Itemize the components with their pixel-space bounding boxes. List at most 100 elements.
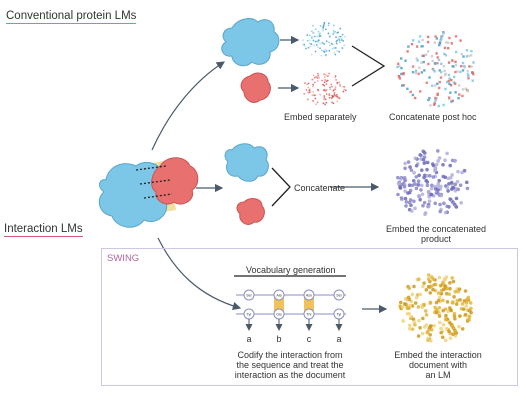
blue-protein-top [221, 18, 280, 67]
embedding-point [441, 308, 445, 313]
embedding-point [415, 45, 419, 48]
embedding-point [404, 200, 409, 204]
embedding-point [431, 287, 435, 292]
embedding-point [444, 72, 447, 75]
embedding-point [439, 37, 443, 40]
embed-interaction-line3: an LM [425, 370, 451, 380]
embedding-point [456, 70, 459, 73]
embed-separately-label: Embed separately [284, 112, 357, 122]
embedding-point [450, 100, 453, 103]
embedding-point [324, 90, 327, 93]
embedding-point [413, 322, 417, 327]
swing-label: SWING [107, 253, 140, 264]
embedding-point [398, 300, 403, 305]
embedding-point [443, 73, 447, 77]
embedding-point [398, 77, 402, 80]
embedding-point [406, 50, 409, 53]
codify-line2: the sequence and treat the [236, 360, 344, 370]
embedding-point [422, 161, 427, 165]
embedding-point [429, 186, 434, 191]
embedding-point [425, 167, 429, 172]
embedding-point [459, 39, 462, 42]
embedding-point [412, 170, 416, 175]
embedding-point [433, 41, 437, 44]
embedding-point [330, 83, 333, 86]
embed-interaction-label: Embed the interaction document with an L… [388, 350, 488, 380]
embedding-point [325, 93, 328, 95]
embedding-point [312, 39, 315, 42]
embedding-point [417, 194, 421, 199]
embedding-point [327, 24, 330, 27]
embedding-point [436, 291, 441, 295]
embedding-point [402, 72, 405, 75]
residue-node [243, 289, 255, 301]
embedding-point [405, 312, 410, 316]
embedding-point [453, 188, 458, 193]
embedding-point [453, 289, 458, 294]
embedding-point [436, 92, 440, 95]
embedding-point [404, 59, 407, 62]
embedding-point [460, 52, 463, 56]
embedding-point [438, 43, 441, 47]
embedding-point [338, 39, 341, 41]
embedding-point [422, 200, 427, 205]
embedding-point [421, 38, 424, 42]
embedding-point [455, 179, 460, 184]
embedding-point [331, 43, 334, 46]
embedding-point [312, 90, 315, 93]
embedding-point [411, 93, 415, 97]
embedding-point [316, 35, 319, 38]
embedding-point [433, 282, 438, 287]
embedding-point [336, 81, 339, 84]
embedding-point [438, 41, 441, 45]
embedding-point [410, 292, 415, 297]
embedding-point [407, 326, 412, 331]
embedding-point [321, 79, 323, 82]
embedding-point [411, 39, 415, 42]
embedding-point [437, 58, 441, 62]
embedding-point [454, 63, 458, 67]
embedding-point [436, 159, 440, 163]
embedding-point [306, 83, 308, 86]
embedding-point [424, 323, 429, 327]
embedding-point [317, 72, 319, 75]
residue-node [333, 289, 345, 301]
embedding-point [396, 62, 400, 65]
embedding-point [431, 175, 436, 179]
embedding-point [425, 330, 430, 335]
embedding-point [453, 182, 458, 187]
embedding-point [403, 166, 407, 171]
embedding-point [462, 64, 466, 68]
embedding-point [434, 307, 439, 312]
embedding-point [436, 62, 439, 65]
codify-line1: Codify the interaction from [237, 350, 343, 360]
embedding-point [442, 201, 446, 206]
concatenate-label: Concatenate [294, 183, 346, 193]
embedding-point [431, 59, 434, 63]
embedding-point [455, 298, 460, 303]
embedding-point [464, 87, 468, 90]
embedding-point [337, 31, 340, 34]
red-protein-middle [236, 198, 265, 225]
embedding-point [407, 183, 412, 188]
embedding-point [340, 39, 343, 42]
embedding-point [471, 79, 474, 82]
embedding-point [448, 97, 451, 101]
embedding-point [438, 295, 442, 300]
embedding-point [339, 35, 342, 38]
embedding-point [318, 35, 321, 38]
embedding-point [396, 65, 399, 69]
embedding-point [467, 317, 471, 322]
embedding-point [443, 338, 448, 343]
embedding-point [468, 65, 471, 68]
embedding-point [325, 101, 328, 104]
embedding-point [472, 73, 475, 76]
embedding-point [407, 45, 410, 48]
embedding-point [412, 284, 416, 289]
embedding-point [415, 293, 420, 297]
embedding-point [451, 99, 454, 103]
embedding-point [449, 180, 454, 185]
embedding-point [406, 191, 410, 195]
embedding-point [435, 184, 440, 189]
embedding-point [441, 34, 444, 38]
